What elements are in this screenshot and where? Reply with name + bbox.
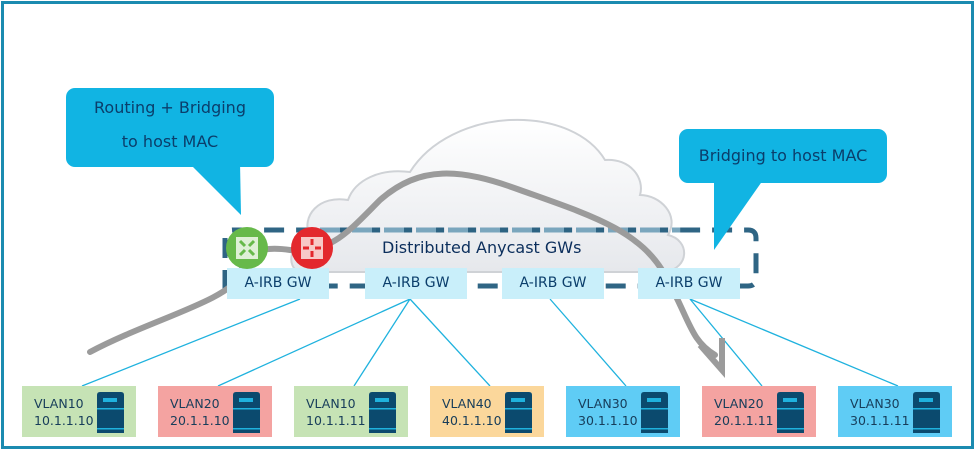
host-vlan: VLAN30	[850, 396, 900, 411]
host-label: VLAN30 30.1.1.11	[850, 395, 910, 429]
host-label: VLAN20 20.1.1.10	[170, 395, 230, 429]
host-5[interactable]: VLAN30 30.1.1.10	[566, 386, 680, 437]
host-vlan: VLAN20	[714, 396, 764, 411]
link-gateway-2-host-3	[353, 298, 411, 387]
host-ip: 10.1.1.10	[34, 413, 94, 428]
host-4[interactable]: VLAN40 40.1.1.10	[430, 386, 544, 437]
server-icon	[369, 392, 396, 433]
packet-path-arrowhead	[697, 338, 725, 378]
host-vlan: VLAN30	[578, 396, 628, 411]
host-2[interactable]: VLAN20 20.1.1.10	[158, 386, 272, 437]
callout-line: to host MAC	[121, 132, 219, 151]
anycast-group-label: Distributed Anycast GWs	[382, 238, 582, 257]
host-vlan: VLAN10	[34, 396, 84, 411]
host-label: VLAN40 40.1.1.10	[442, 395, 502, 429]
gateway-4[interactable]: A-IRB GW	[638, 268, 740, 299]
server-icon	[505, 392, 532, 433]
callout-left-tail	[188, 162, 241, 215]
host-vlan: VLAN40	[442, 396, 492, 411]
callout-line: Routing + Bridging	[94, 98, 246, 117]
callout-routing-bridging: Routing + Bridging to host MAC	[66, 88, 274, 167]
host-7[interactable]: VLAN30 30.1.1.11	[838, 386, 952, 437]
host-vlan: VLAN20	[170, 396, 220, 411]
host-ip: 30.1.1.10	[578, 413, 638, 428]
gateway-2[interactable]: A-IRB GW	[365, 268, 467, 299]
link-gateway-3-host-5	[549, 298, 627, 387]
link-gateway-2-host-4	[409, 298, 491, 387]
host-1[interactable]: VLAN10 10.1.1.10	[22, 386, 136, 437]
server-icon	[641, 392, 668, 433]
router-icon-red[interactable]	[291, 227, 333, 269]
link-gateway-1-host-1	[81, 298, 301, 387]
host-3[interactable]: VLAN10 10.1.1.11	[294, 386, 408, 437]
server-icon	[777, 392, 804, 433]
anycast-group-border	[222, 227, 759, 290]
host-label: VLAN20 20.1.1.11	[714, 395, 774, 429]
host-label: VLAN10 10.1.1.11	[306, 395, 366, 429]
gateway-3[interactable]: A-IRB GW	[502, 268, 604, 299]
callout-bridging: Bridging to host MAC	[679, 129, 887, 183]
host-6[interactable]: VLAN20 20.1.1.11	[702, 386, 816, 437]
cloud-icon	[290, 118, 686, 273]
router-arrows-icon	[236, 237, 258, 259]
callout-line: Bridging to host MAC	[698, 146, 868, 165]
gateway-1[interactable]: A-IRB GW	[227, 268, 329, 299]
callout-right-tail	[714, 180, 763, 250]
router-arrows-icon	[301, 237, 323, 259]
link-gateway-2-host-2	[217, 298, 411, 387]
host-label: VLAN10 10.1.1.10	[34, 395, 94, 429]
host-ip: 10.1.1.11	[306, 413, 366, 428]
host-ip: 20.1.1.11	[714, 413, 774, 428]
server-icon	[913, 392, 940, 433]
server-icon	[97, 392, 124, 433]
host-label: VLAN30 30.1.1.10	[578, 395, 638, 429]
link-gateway-4-host-7	[689, 298, 899, 387]
server-icon	[233, 392, 260, 433]
router-icon-green[interactable]	[226, 227, 268, 269]
host-ip: 30.1.1.11	[850, 413, 910, 428]
host-ip: 20.1.1.10	[170, 413, 230, 428]
link-gateway-4-host-6	[689, 298, 763, 387]
host-vlan: VLAN10	[306, 396, 356, 411]
host-ip: 40.1.1.10	[442, 413, 502, 428]
